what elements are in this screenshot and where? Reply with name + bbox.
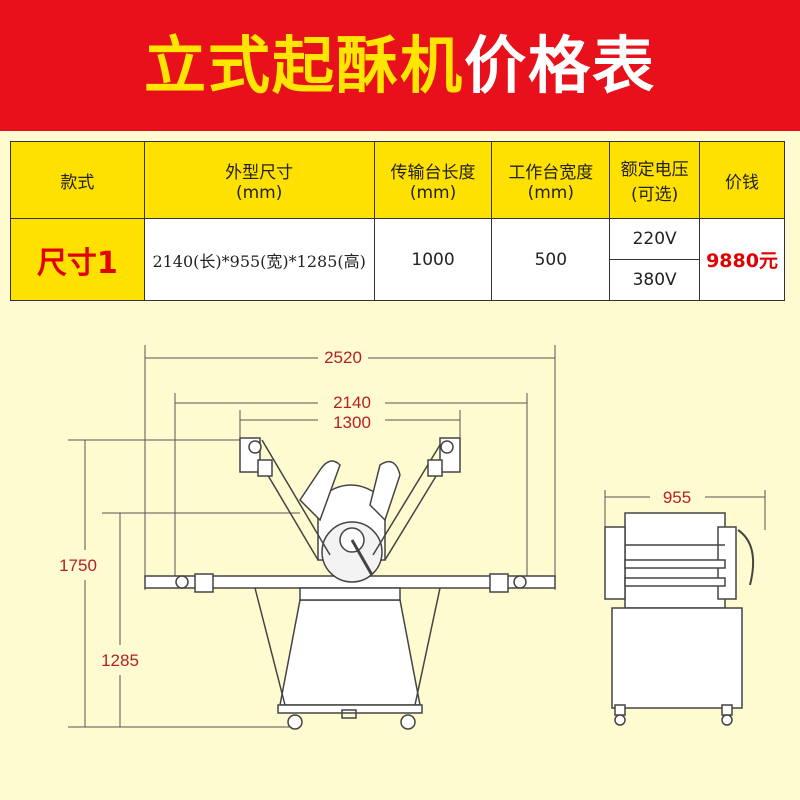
cell-style: 尺寸1: [10, 218, 145, 301]
machine-side-view: [144, 437, 556, 730]
header-worktable-width: 工作台宽度(mm): [491, 141, 611, 219]
cell-voltage-380: 380V: [609, 259, 701, 301]
cell-voltage-220: 220V: [609, 218, 701, 260]
header-worktable-width-unit: (mm): [527, 182, 574, 203]
header-outer-size: 外型尺寸(mm): [143, 141, 375, 219]
header-outer-size-unit: (mm): [235, 182, 283, 203]
dim-height: 1285: [101, 651, 139, 670]
dimension-lines: [68, 345, 766, 728]
header-outer-size-label: 外型尺寸: [225, 162, 294, 183]
dim-length: 2140: [333, 393, 371, 412]
header-conveyor-length-unit: (mm): [409, 182, 457, 203]
header-conveyor-length-label: 传输台长度: [390, 162, 476, 183]
title-price-list: 价格表: [464, 28, 657, 102]
cell-price: 9880元: [699, 218, 785, 301]
dim-width: 955: [663, 488, 691, 507]
header-conveyor-length: 传输台长度(mm): [373, 141, 493, 219]
header-price: 价钱: [699, 141, 785, 219]
header-style: 款式: [10, 141, 145, 219]
header-voltage-note: (可选): [631, 185, 679, 205]
header-voltage: 额定电压 (可选): [609, 141, 701, 219]
price-table: 款式 外型尺寸(mm) 传输台长度(mm) 工作台宽度(mm) 额定电压(可选)…: [10, 141, 785, 301]
header-voltage-label: 额定电压: [620, 160, 689, 180]
dim-max-height: 1750: [59, 556, 97, 575]
header-worktable-width-label: 工作台宽度: [508, 162, 594, 183]
table-header-row: 款式 外型尺寸(mm) 传输台长度(mm) 工作台宽度(mm) 额定电压(可选)…: [10, 141, 785, 219]
dim-total-length: 2520: [324, 348, 362, 367]
table-row: 尺寸1 2140(长)*955(宽)*1285(高) 1000 500 220V…: [10, 218, 785, 301]
page-title: 立式起酥机价格表: [144, 34, 656, 97]
dim-inner: 1300: [333, 413, 371, 432]
title-product-name: 立式起酥机: [143, 28, 464, 102]
cell-outer-size: 2140(长)*955(宽)*1285(高): [143, 218, 375, 301]
machine-front-view: [604, 512, 755, 726]
title-banner: 立式起酥机价格表: [0, 0, 800, 131]
cell-conveyor-length: 1000: [373, 218, 493, 301]
technical-drawing: 2520 2140 1300 1750 1285 955: [59, 345, 766, 730]
cell-worktable-width: 500: [491, 218, 611, 301]
table-row: 380V: [11, 259, 785, 301]
